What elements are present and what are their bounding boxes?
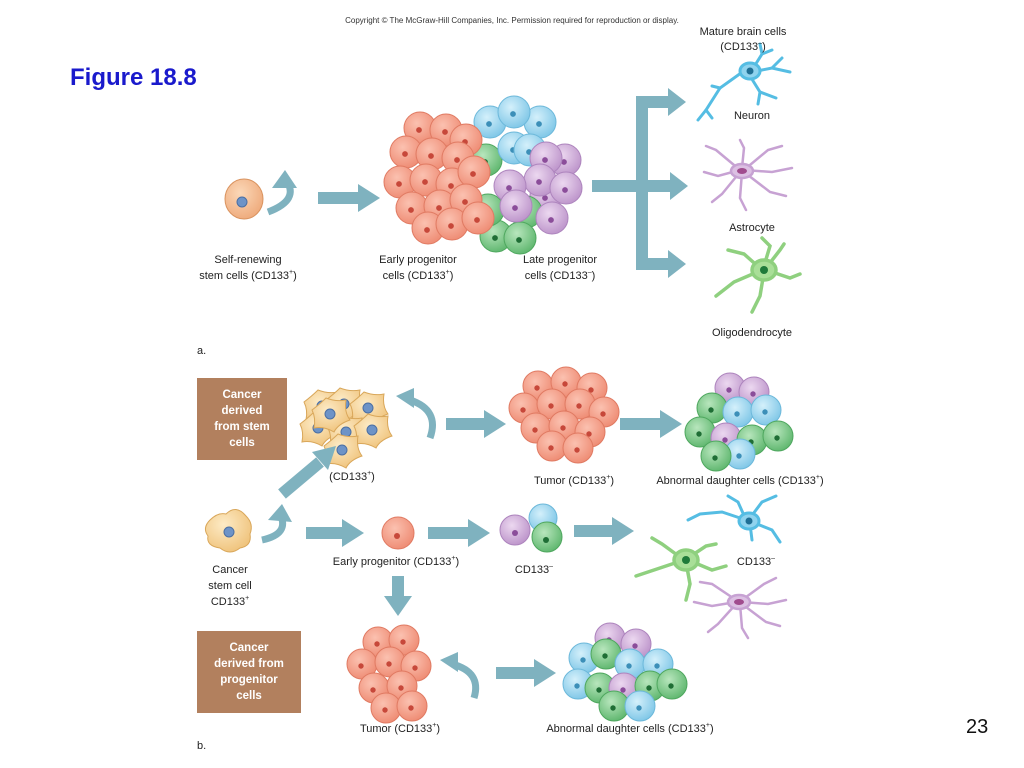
cancer-stem-label-line1: Cancer: [212, 564, 248, 576]
purple-cell: [535, 201, 569, 235]
purple-cell: [499, 189, 533, 223]
early-progenitor-cell: [381, 516, 415, 550]
blue-cell: [624, 690, 656, 722]
astrocyte-cell-b: [692, 576, 788, 640]
cancer-stem-cell: [311, 397, 351, 433]
progenitor-cell: [457, 155, 491, 189]
late-progenitor-label-line2: cells (CD133–): [525, 269, 596, 282]
late-progenitor-label-line1: Late progenitor: [523, 254, 597, 266]
arrow-stem-to-progenitor: [318, 184, 380, 212]
cancer-stem-cell: [323, 433, 363, 469]
cancer-stem-cell: [204, 509, 252, 553]
green-cell: [590, 638, 622, 670]
arrow-tumor-to-abnormal-top: [620, 410, 682, 438]
panel-b: (CD133+) Tumor (CD133+) Abnormal daughte…: [197, 366, 824, 752]
green-cell: [700, 440, 732, 472]
neuron-label: Neuron: [734, 110, 770, 122]
oligodendrocyte-cell-b: [634, 536, 728, 602]
arrow-cancer-stem-to-early-progenitor: [306, 519, 364, 547]
green-cell: [762, 420, 794, 452]
panel-b-letter: b.: [197, 740, 206, 752]
tumor-bottom-cluster: [346, 624, 432, 724]
abnormal-daughter-cells-bottom: [562, 622, 688, 722]
oligodendrocyte-label: Oligodendrocyte: [712, 327, 792, 339]
cancer-from-progenitor-cells-box: Cancer derived from progenitor cells: [197, 631, 301, 713]
stem-label-line1: Self-renewing: [214, 254, 281, 266]
tumor-bottom-label: Tumor (CD133+): [360, 722, 440, 735]
astrocyte-label: Astrocyte: [729, 222, 775, 234]
green-cell: [656, 668, 688, 700]
purple-cell: [549, 171, 583, 205]
oligodendrocyte-cell: [714, 236, 802, 314]
progenitor-cell: [461, 201, 495, 235]
arrow-cd133neg-to-mature: [574, 517, 634, 545]
arrow-tumor-to-abnormal-bottom: [496, 659, 556, 687]
green-cell: [684, 416, 716, 448]
self-renewing-stem-cell: [224, 178, 264, 220]
progenitor-cell: [388, 624, 420, 656]
tumor-top-label: Tumor (CD133+): [534, 474, 614, 487]
tumor-top-cluster: [508, 366, 620, 464]
arrow-early-progenitor-to-cd133neg: [428, 519, 490, 547]
progenitor-cell: [396, 690, 428, 722]
stem-label-line2: stem cells (CD133+): [199, 269, 297, 282]
cancer-stem-self-renewal-arrow: [408, 396, 436, 440]
cancer-stem-label-line3: CD133+: [211, 595, 249, 608]
page-number: 23: [966, 716, 989, 738]
arrow-cancer-stem-to-tumor: [446, 410, 506, 438]
early-progenitor-label-line1: Early progenitor: [379, 254, 457, 266]
neuron-cell: [696, 42, 792, 122]
neuron-cell-b: [686, 494, 782, 544]
panel-a-letter: a.: [197, 345, 206, 357]
panel-a: Mature brain cells (CD133–) Neuron Astro…: [197, 26, 802, 357]
arrow-progenitor-down: [384, 576, 412, 616]
blue-cell: [497, 95, 531, 129]
cancer-from-stem-cells-box: Cancer derived from stem cells: [197, 378, 287, 460]
arrow-stem-to-cancer-stem: [278, 446, 336, 499]
mature-brain-cells-label: Mature brain cells: [700, 26, 787, 38]
copyright-notice: Copyright © The McGraw-Hill Companies, I…: [345, 16, 679, 25]
early-progenitor-label-line2: cells (CD133+): [383, 269, 454, 282]
green-cell: [503, 221, 537, 255]
tumor-bottom-self-renewal-arrowhead: [440, 652, 458, 672]
early-progenitor-b-label: Early progenitor (CD133+): [333, 555, 459, 568]
abnormal-top-label: Abnormal daughter cells (CD133+): [656, 474, 823, 487]
cancer-stem-label-line2: stem cell: [208, 580, 251, 592]
cancer-stem-self-renewal-arrowhead: [396, 388, 414, 408]
progenitor-cell: [562, 432, 594, 464]
green-cell: [598, 690, 630, 722]
blue-cell: [722, 396, 754, 428]
branching-arrows: [592, 88, 688, 278]
abnormal-daughter-cells-top: [684, 372, 794, 472]
cd133-negative-cells: [499, 503, 563, 553]
astrocyte-cell: [702, 138, 794, 212]
blue-cell: [750, 394, 782, 426]
cancer-stem-cell-cluster: [299, 387, 393, 469]
cancer-stem-cd133-label: (CD133+): [329, 470, 375, 483]
cancer-stem-renew-arrowhead: [268, 504, 292, 522]
cd133-negative-right-label: CD133–: [737, 555, 775, 568]
progenitor-cell: [536, 430, 568, 462]
progenitor-cell: [370, 692, 402, 724]
self-renewal-arrowhead: [272, 170, 297, 188]
abnormal-bottom-label: Abnormal daughter cells (CD133+): [546, 722, 713, 735]
early-progenitor-cluster: [383, 95, 583, 255]
cd133-negative-mid-label: CD133–: [515, 563, 553, 576]
slide-title: Figure 18.8: [70, 64, 197, 91]
mature-cd133-label: (CD133–): [720, 40, 765, 53]
